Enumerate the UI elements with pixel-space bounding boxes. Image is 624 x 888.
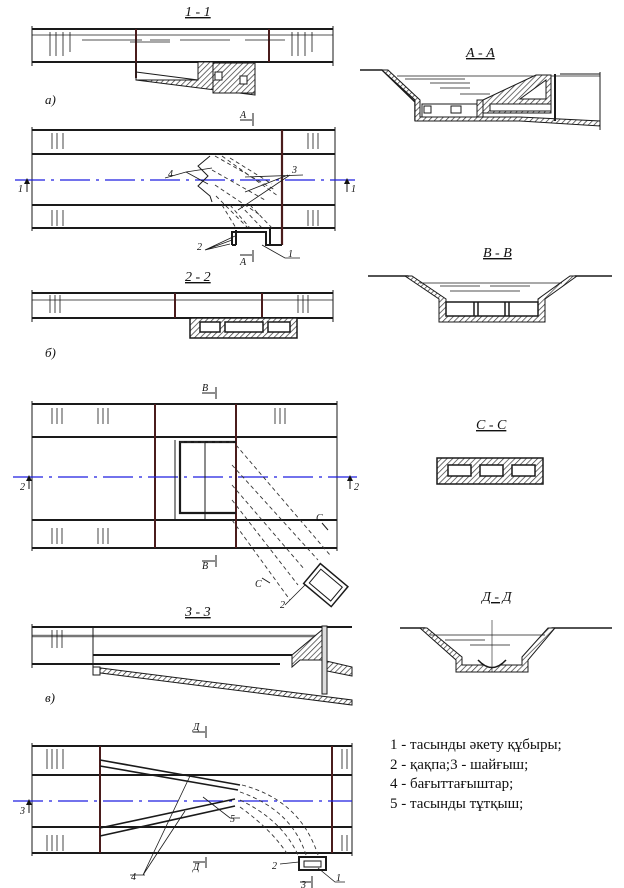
section-arrow-2-right: 2 — [347, 475, 359, 493]
marker-3: 3 — [291, 165, 297, 176]
legend-item: 1 - тасынды әкету құбыры; — [390, 737, 562, 753]
svg-text:1: 1 — [18, 184, 23, 195]
plan-b: 2 В В С С 2 2 — [13, 383, 359, 611]
legend: 1 - тасынды әкету құбыры; 2 - қақпа;3 - … — [390, 736, 562, 814]
section-c-c-title: С - С — [476, 418, 507, 433]
section-2-2-title: 2 - 2 — [185, 270, 211, 285]
legend-item: 4 - бағыттағыштар; — [390, 776, 514, 792]
section-arrow-d-bottom: Д — [192, 857, 207, 873]
section-2-2: 2 - 2 б) — [31, 270, 334, 360]
section-a-a: А - А — [360, 46, 601, 130]
section-c-c: С - С — [436, 418, 544, 485]
section-3-3-title: 3 - 3 — [184, 605, 211, 620]
section-arrow-a-top: А — [239, 110, 254, 126]
section-arrow-c: С С — [255, 513, 329, 590]
section-b-b: В - В — [368, 246, 612, 323]
variant-a-label: а) — [45, 92, 56, 107]
svg-text:Д: Д — [192, 722, 200, 733]
svg-text:3: 3 — [300, 880, 306, 888]
marker-2: 2 — [197, 242, 202, 253]
section-b-b-title: В - В — [483, 246, 512, 261]
section-a-a-title: А - А — [465, 46, 495, 61]
marker-4: 4 — [168, 169, 173, 180]
section-1-1: 1 - 1 а) — [31, 5, 334, 107]
svg-text:3: 3 — [19, 806, 25, 817]
section-arrow-2-left: 2 — [20, 475, 32, 493]
marker-2: 2 — [272, 861, 277, 872]
svg-text:2: 2 — [20, 482, 25, 493]
section-arrow-3-bottom: 3 — [300, 876, 313, 888]
svg-text:А: А — [239, 110, 247, 121]
marker-2: 2 — [280, 600, 285, 611]
section-d-d: Д - Д — [400, 590, 612, 673]
plan-c: 4 5 2 1 Д Д 3 3 — [13, 722, 353, 888]
marker-4: 4 — [131, 872, 136, 883]
section-arrow-1-right: 1 — [344, 178, 356, 195]
legend-item: 5 - тасынды тұтқыш; — [390, 795, 524, 812]
svg-text:С: С — [255, 579, 262, 590]
marker-1: 1 — [336, 873, 341, 884]
plan-a: 4 3 2 1 А А 1 1 — [15, 110, 356, 268]
svg-text:1: 1 — [351, 184, 356, 195]
marker-5: 5 — [230, 814, 235, 825]
svg-text:В: В — [202, 561, 208, 572]
svg-text:С: С — [316, 513, 323, 524]
svg-text:2: 2 — [354, 482, 359, 493]
section-arrow-b-bottom: В — [202, 555, 217, 572]
svg-text:В: В — [202, 383, 208, 394]
section-arrow-d-top: Д — [192, 722, 207, 738]
section-3-3: 3 - 3 в) — [31, 605, 353, 706]
section-arrow-a-bottom: А — [239, 250, 254, 268]
legend-item: 2 - қақпа;3 - шайғыш; — [390, 756, 529, 773]
section-arrow-3-left: 3 — [19, 799, 32, 817]
marker-1: 1 — [288, 249, 293, 260]
section-arrow-b-top: В — [202, 383, 217, 399]
variant-b-label: б) — [45, 345, 56, 360]
svg-text:Д: Д — [192, 862, 200, 873]
svg-text:А: А — [239, 257, 247, 268]
section-arrow-1-left: 1 — [18, 178, 30, 195]
section-1-1-title: 1 - 1 — [185, 5, 211, 20]
section-d-d-title: Д - Д — [480, 590, 513, 605]
variant-c-label: в) — [45, 690, 55, 705]
gate-box-2 — [302, 562, 349, 608]
